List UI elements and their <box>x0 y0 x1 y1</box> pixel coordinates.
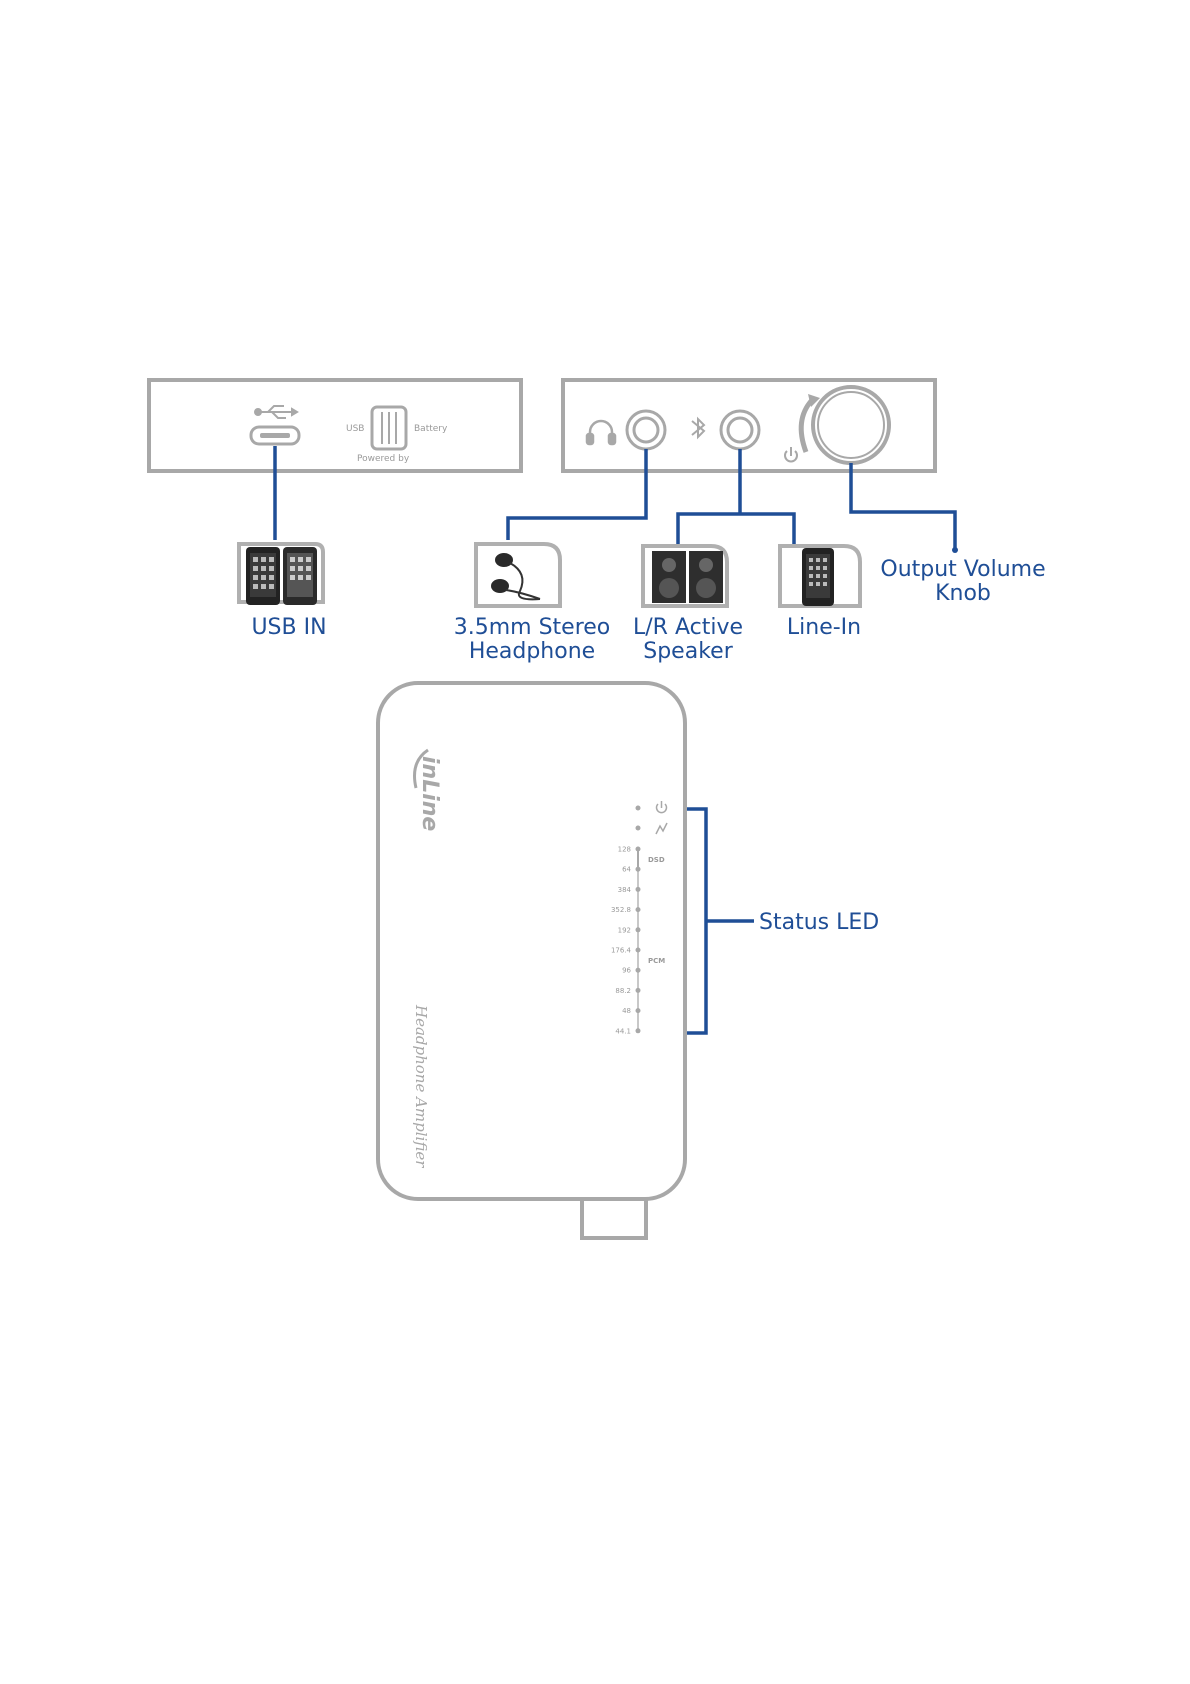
volume-knob-label-line2: Knob <box>935 581 991 606</box>
rate-led-44.1 <box>636 1028 641 1033</box>
powered-by-label: Powered by <box>357 454 410 464</box>
speaker-label-line2: Speaker <box>643 639 733 664</box>
rate-led-192 <box>636 927 641 932</box>
volume-knob-label-line1: Output Volume <box>880 557 1045 582</box>
status-led-label: Status LED <box>759 910 879 935</box>
line-in-label: Line-In <box>787 615 861 640</box>
headphone-label-line2: Headphone <box>469 639 595 664</box>
volume-callout-dot <box>952 547 958 553</box>
svg-text:inLine: inLine <box>417 756 442 831</box>
dsd-label: DSD <box>648 856 665 864</box>
smartphone-icon <box>239 544 323 605</box>
rate-label: 64 <box>622 866 631 874</box>
rate-label: 88.2 <box>615 987 631 995</box>
usb-in-label: USB IN <box>251 615 326 640</box>
usb-switch-label: USB <box>346 424 364 434</box>
rate-label: 96 <box>622 967 631 975</box>
rate-label: 48 <box>622 1007 631 1015</box>
smartphone-icon <box>780 546 860 606</box>
headphone-label-line1: 3.5mm Stereo <box>454 615 611 640</box>
earphones-icon <box>476 544 560 606</box>
rate-led-96 <box>636 968 641 973</box>
rate-led-176.4 <box>636 948 641 953</box>
product-name: Headphone Amplifier <box>412 1004 430 1168</box>
speaker-icon <box>643 546 727 606</box>
front-panel <box>563 380 935 471</box>
rate-label: 176.4 <box>611 947 632 955</box>
rate-led-384 <box>636 887 641 892</box>
rate-label: 384 <box>618 886 632 894</box>
rate-led-88.2 <box>636 988 641 993</box>
rate-label: 352.8 <box>611 906 631 914</box>
rate-led-48 <box>636 1008 641 1013</box>
rate-label: 44.1 <box>615 1027 631 1035</box>
rate-led-64 <box>636 867 641 872</box>
signal-led <box>636 826 641 831</box>
power-led <box>636 806 641 811</box>
back-panel: USB Battery Powered by <box>149 380 521 471</box>
rate-label: 192 <box>618 926 631 934</box>
pcm-label: PCM <box>648 957 665 965</box>
rate-led-128 <box>636 847 641 852</box>
speaker-label-line1: L/R Active <box>633 615 743 640</box>
inline-logo: inLine <box>415 750 443 831</box>
rate-label: 128 <box>618 846 631 854</box>
battery-switch-label: Battery <box>414 424 448 434</box>
rate-led-352.8 <box>636 907 641 912</box>
amplifier-top-view: inLine Headphone Amplifier DSD PCM 128 64… <box>378 683 685 1238</box>
